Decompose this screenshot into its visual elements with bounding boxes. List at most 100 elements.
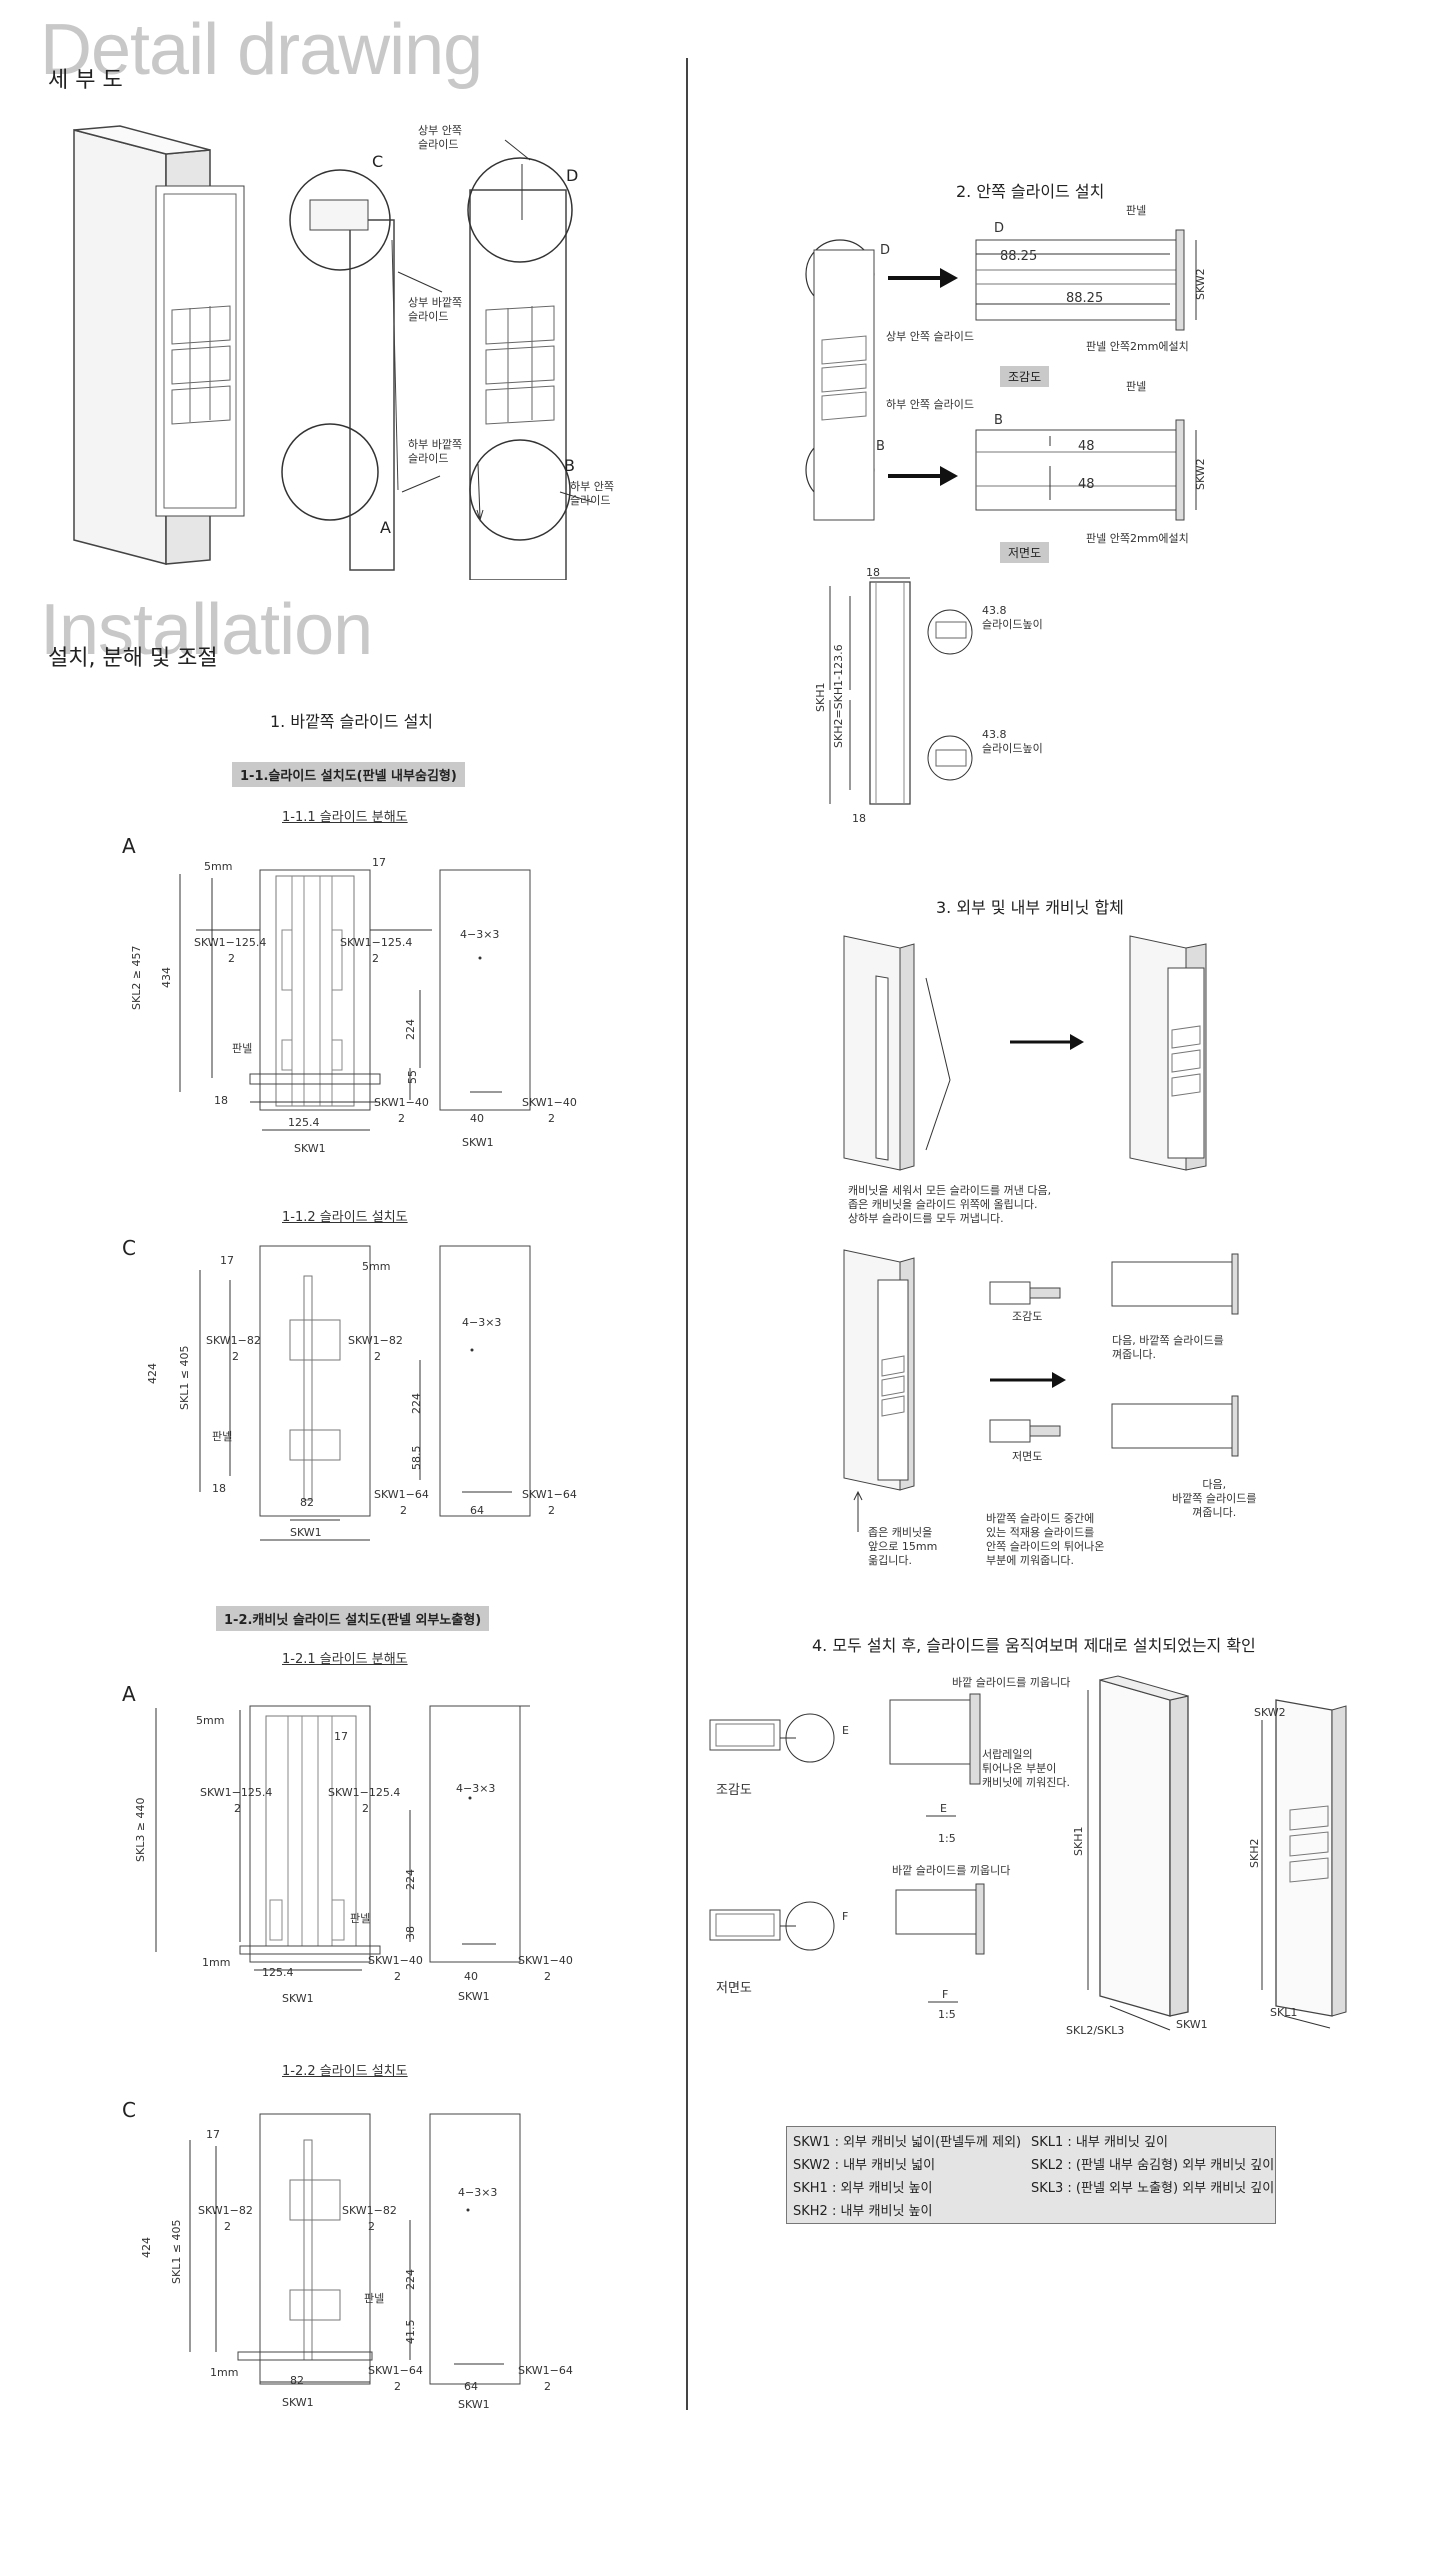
sec3-illustration [843,935,1239,1532]
sec4-title: 4. 모두 설치 후, 슬라이드를 움직여보며 제대로 설치되었는지 확인 [812,1636,1256,1655]
dim-40-1: 40 [470,1112,484,1125]
drawing-1-1-1 [179,869,531,1131]
dim-224-1: 224 [404,1019,417,1040]
sec1-1-1-label: 1-1.1 슬라이드 분해도 [282,810,408,825]
dim-5mm-2: 5mm [362,1260,391,1273]
dim-hole-2: 4−3×3 [462,1316,502,1329]
dim-17-1: 17 [372,856,386,869]
dim-skw1-40-left-1: SKW1−40 [374,1096,429,1109]
dim-skl1-2: SKL1 ≤ 405 [170,2219,183,2284]
sec4-e-label: E [842,1724,849,1737]
installation-title: Installation [40,590,373,670]
dim-skw1-1: SKW1 [294,1142,326,1155]
detail-letter-a: A [380,518,391,537]
sec1-2-1-label: 1-2.1 슬라이드 분해도 [282,1652,408,1667]
dim-skl1-1: SKL1 ≤ 405 [178,1345,191,1410]
sec3-note-3: 다음, 바깥쪽 슬라이드를 껴줍니다. [1172,1478,1257,1519]
dim-skw1-1254-right-2: SKW1−125.4 [328,1786,401,1799]
sec2-upper-inner-label: 상부 안쪽 슬라이드 [886,330,974,343]
dim-over2-14: 2 [368,2220,375,2233]
dim-skw1-64-left-1: SKW1−64 [374,1488,429,1501]
drawing-1-2-1 [155,1705,530,1971]
dim-over2-7: 2 [400,1504,407,1517]
sec4-illustration [709,1675,1347,2031]
sec4-scale-f-letter: F [942,1988,949,2001]
sec4-top-view-label: 조감도 [716,1783,752,1798]
dim-82-2: 82 [290,2374,304,2387]
dim-55: 55 [406,1070,419,1084]
dim-64-1: 64 [470,1504,484,1517]
sec2-lower-inner-label: 하부 안쪽 슬라이드 [886,398,974,411]
dim-skw1-82-right-1: SKW1−82 [348,1334,403,1347]
lower-outer-slide-label: 하부 바깥쪽 슬라이드 [408,438,463,465]
dim-skw1-7: SKW1 [458,2398,490,2411]
dim-over2-6: 2 [374,1350,381,1363]
dim-skw1-2: SKW1 [462,1136,494,1149]
dim-skw1-3: SKW1 [290,1526,322,1539]
detail-letter-c: C [372,152,384,171]
sec1-sub2-label: 1-2.캐비닛 슬라이드 설치도(판넬 외부노출형) [216,1606,490,1631]
dim-over2-9: 2 [234,1802,241,1815]
dim-over2-2: 2 [372,952,379,965]
dim-skw1-64-right-2: SKW1−64 [518,2364,573,2377]
sec2-dim-8825-1: 88.25 [1000,249,1038,264]
dim-1mm-1: 1mm [202,1956,231,1969]
sec4-skw1-label: SKW1 [1176,2018,1208,2031]
dim-18-1: 18 [214,1094,228,1107]
dim-over2-12: 2 [544,1970,551,1983]
dim-hole-3: 4−3×3 [456,1782,496,1795]
legend-right-2: SKL3 : (판넬 외부 노출형) 외부 캐비닛 깊이 [1031,2181,1275,2196]
dim-over2-10: 2 [362,1802,369,1815]
panel-a-letter-2: A [122,1682,136,1706]
sec2-dim-8825-2: 88.25 [1066,291,1104,306]
dim-1254-2: 125.4 [262,1966,294,1979]
slide-height-drawing [826,577,973,805]
sec1-title: 1. 바깥쪽 슬라이드 설치 [270,712,434,731]
sec3-note-5: 바깥쪽 슬라이드 중간에 있는 적재용 슬라이드를 안쪽 슬라이드의 튀어나온 … [986,1512,1105,1567]
legend-right-0: SKL1 : 내부 캐비닛 깊이 [1031,2135,1168,2150]
dim-skw1-82-left-2: SKW1−82 [198,2204,253,2217]
slide-18-bottom: 18 [852,812,866,825]
drawing-1-1-2 [199,1245,531,1541]
sec4-note-e2: 서랍레일의 튀어나온 부분이 캐비닛에 끼워진다. [982,1748,1070,1789]
dim-over2-5: 2 [232,1350,239,1363]
sec2-inset-label-1: 판넬 안쪽2mm에설치 [1086,340,1189,353]
sec3-top-view-label: 조감도 [1012,1310,1043,1323]
dim-424-2: 424 [140,2237,153,2258]
sec2-top-view-tag: 조감도 [1000,366,1050,387]
sec2-b-label-1: B [994,413,1003,428]
dim-585: 58.5 [410,1445,423,1471]
dim-415: 41.5 [404,2319,417,2345]
legend-right-1: SKL2 : (판넬 내부 숨김형) 외부 캐비닛 깊이 [1031,2158,1275,2173]
dimension-legend: SKW1 : 외부 캐비닛 넓이(판넬두께 제외) SKW2 : 내부 캐비닛 … [786,2126,1276,2224]
dim-hole-4: 4−3×3 [458,2186,498,2199]
sec3-title: 3. 외부 및 내부 캐비닛 합체 [936,898,1124,917]
legend-left-1: SKW2 : 내부 캐비닛 넓이 [793,2158,936,2173]
lower-inner-slide-label: 하부 안쪽 슬라이드 [570,480,614,507]
dim-over2-4: 2 [548,1112,555,1125]
slide-skh1-label: SKH1 [814,682,827,712]
dim-hole-1: 4−3×3 [460,928,500,941]
sec4-skl23-label: SKL2/SKL3 [1066,2024,1125,2037]
dim-skw1-5: SKW1 [458,1990,490,2003]
dim-over2-15: 2 [394,2380,401,2393]
sec1-sub1-label: 1-1.슬라이드 설치도(판넬 내부숨김형) [232,762,465,787]
panel-a-letter-1: A [122,834,136,858]
sec1-1-2-label: 1-1.2 슬라이드 설치도 [282,1210,408,1225]
panel-label-3: 판넬 [350,1912,371,1925]
dim-over2-3: 2 [398,1112,405,1125]
sec3-bottom-view-label: 저면도 [1012,1450,1043,1463]
detail-drawing-illustration [73,125,593,580]
dim-skw1-64-left-2: SKW1−64 [368,2364,423,2377]
dim-1mm-2: 1mm [210,2366,239,2379]
dim-over2-8: 2 [548,1504,555,1517]
dim-82-1: 82 [300,1496,314,1509]
sec4-f-label: F [842,1910,849,1923]
sec4-note-e1: 바깥 슬라이드를 끼웁니다 [952,1676,1071,1689]
sec4-skl1-label: SKL1 [1270,2006,1298,2019]
slide-18-top: 18 [866,566,880,579]
dim-224-2: 224 [410,1393,423,1414]
detail-letter-d: D [566,166,579,185]
dim-skw1-1254-right-1: SKW1−125.4 [340,936,413,949]
sec2-d-label: D [880,243,891,258]
